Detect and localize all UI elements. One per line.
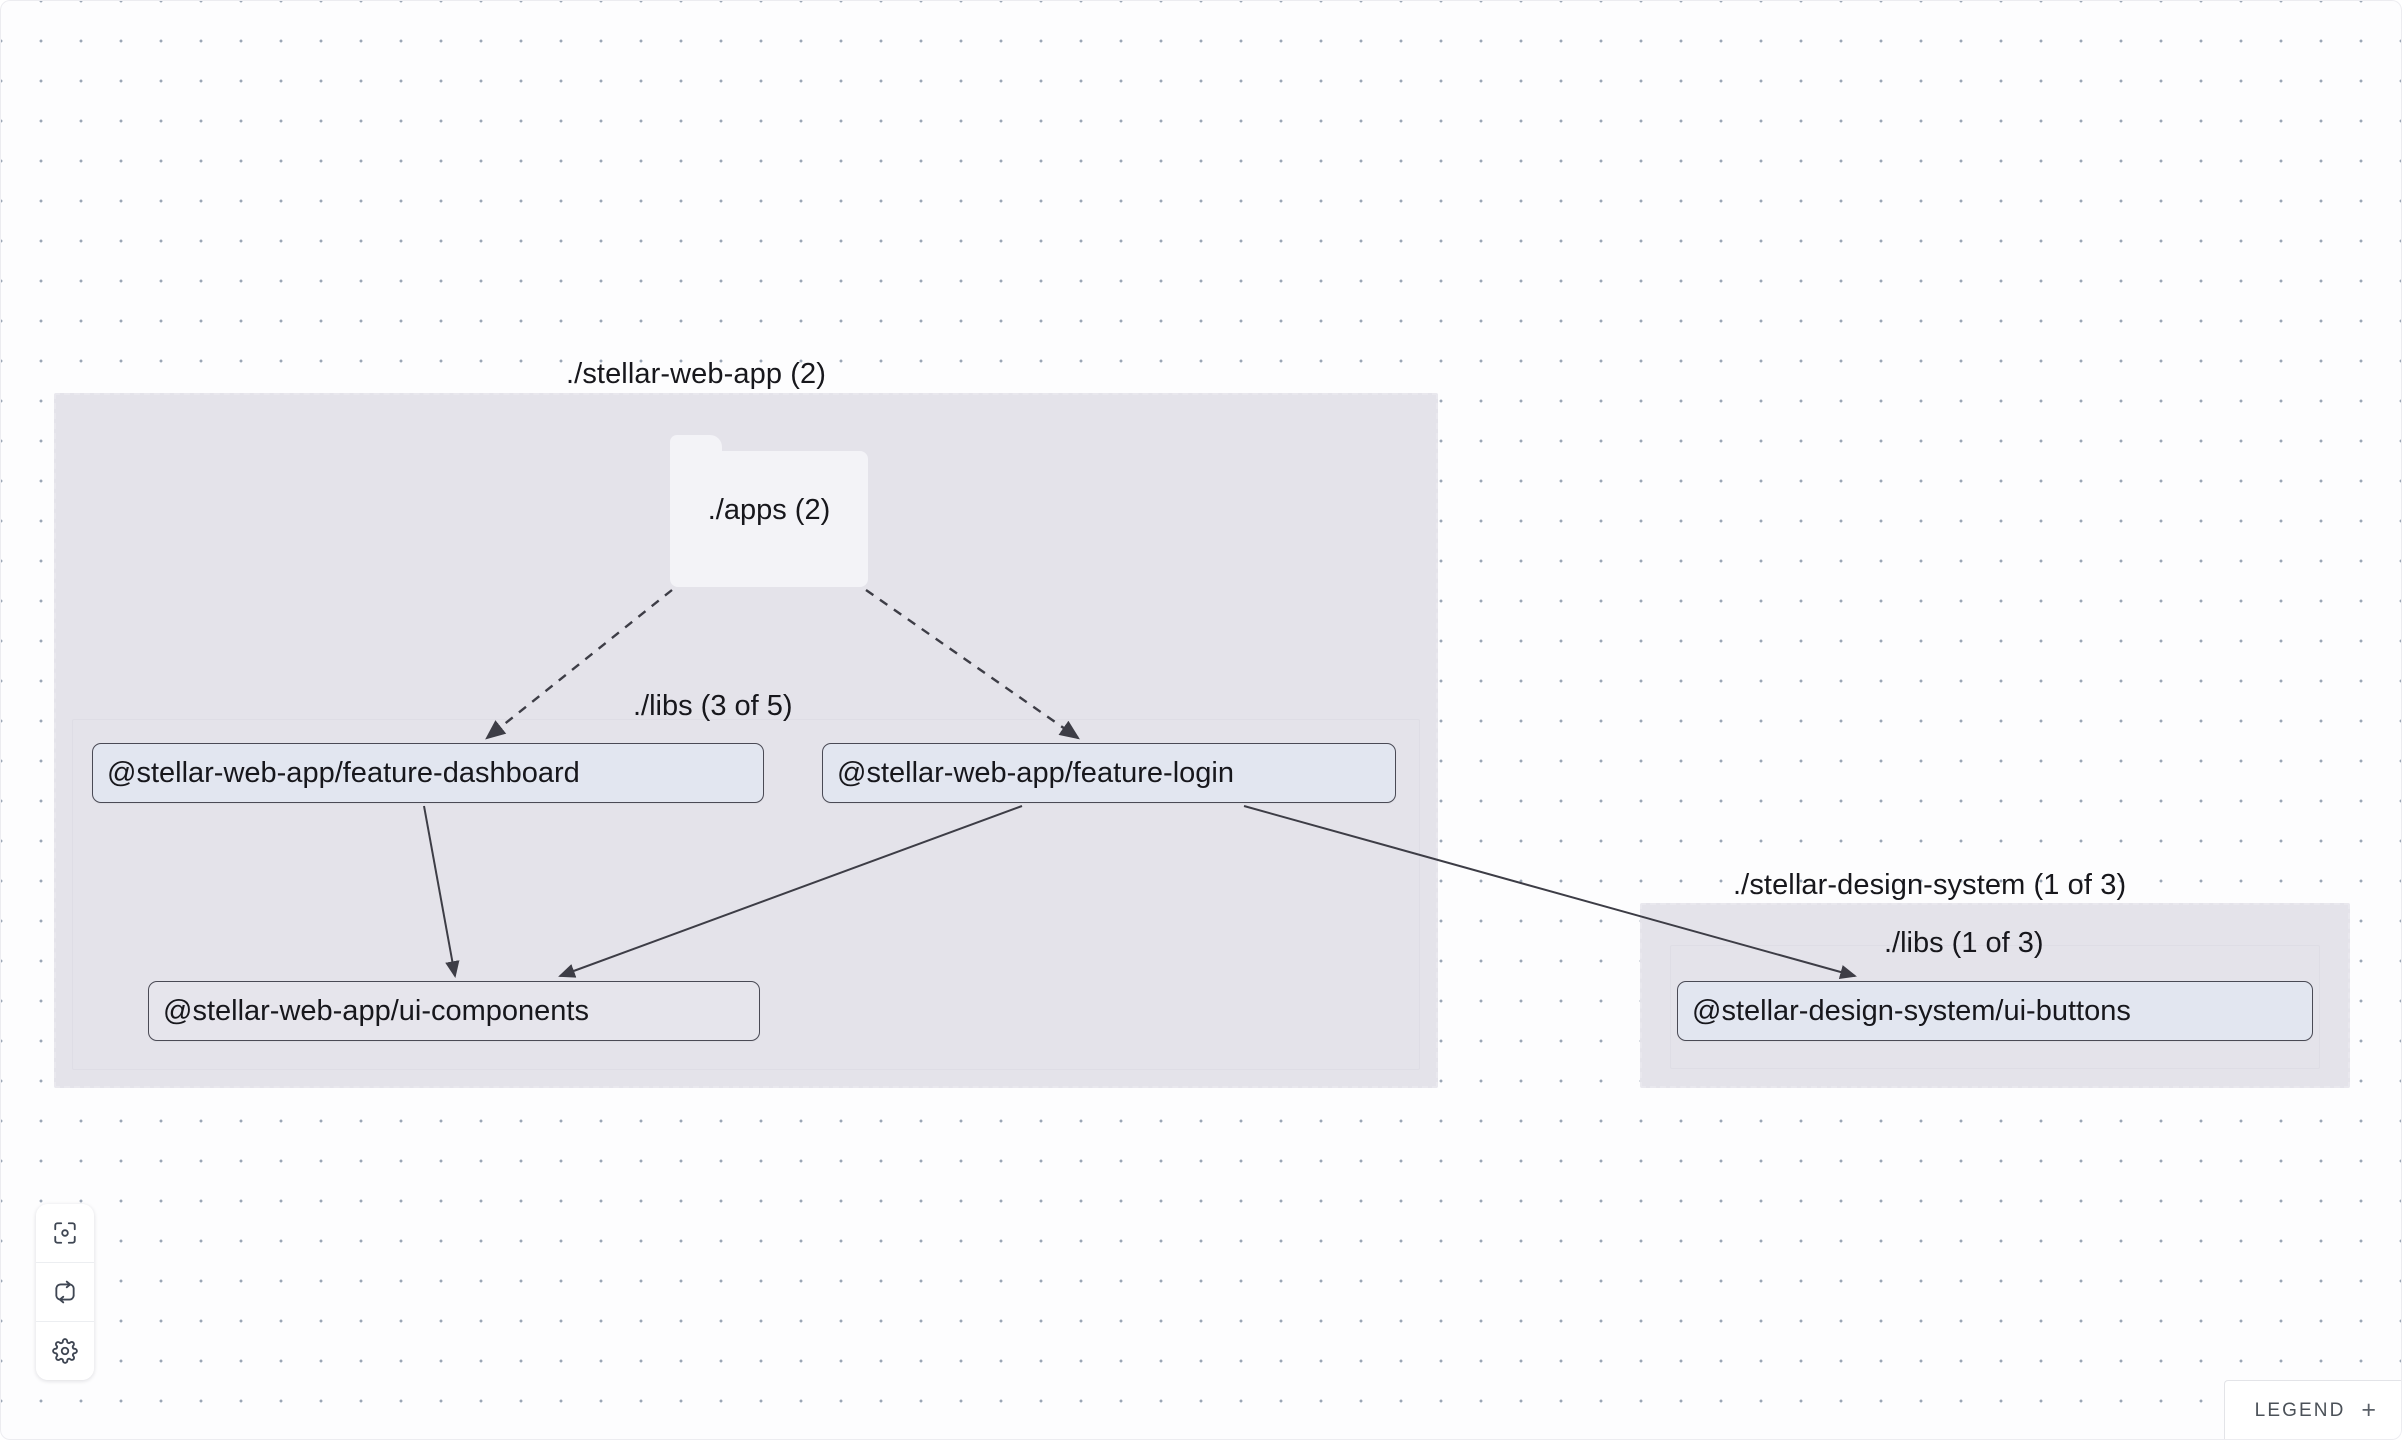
plus-icon: + [2361,1396,2376,1424]
legend-label: LEGEND [2254,1399,2346,1421]
focus-graph-button[interactable] [36,1204,94,1263]
node-label-feature-login: @stellar-web-app/feature-login [837,756,1234,789]
node-label-ui-buttons: @stellar-design-system/ui-buttons [1692,994,2131,1027]
libs-container-stellar-design-system[interactable] [1670,945,2320,1069]
node-feature-dashboard[interactable]: @stellar-web-app/feature-dashboard [92,743,764,803]
settings-button[interactable] [36,1322,94,1380]
node-ui-buttons[interactable]: @stellar-design-system/ui-buttons [1677,981,2313,1041]
node-label-feature-dashboard: @stellar-web-app/feature-dashboard [107,756,580,789]
libs-title-stellar-design-system: ./libs (1 of 3) [1884,927,2044,959]
focus-target-icon [52,1220,78,1246]
node-ui-components[interactable]: @stellar-web-app/ui-components [148,981,760,1041]
graph-controls[interactable] [36,1204,94,1380]
project-title-stellar-web-app: ./stellar-web-app (2) [566,358,826,390]
refresh-graph-button[interactable] [36,1263,94,1322]
node-label-ui-components: @stellar-web-app/ui-components [163,994,589,1027]
project-title-stellar-design-system: ./stellar-design-system (1 of 3) [1733,869,2127,901]
folder-label-apps: ./apps (2) [707,493,831,526]
legend-toggle[interactable]: LEGEND + [2223,1380,2402,1440]
node-feature-login[interactable]: @stellar-web-app/feature-login [822,743,1396,803]
refresh-icon [52,1279,78,1305]
libs-title-stellar-web-app: ./libs (3 of 5) [633,690,793,722]
gear-icon [52,1338,78,1364]
folder-node-apps[interactable]: ./apps (2) [670,435,868,587]
folder-body: ./apps (2) [670,451,868,587]
